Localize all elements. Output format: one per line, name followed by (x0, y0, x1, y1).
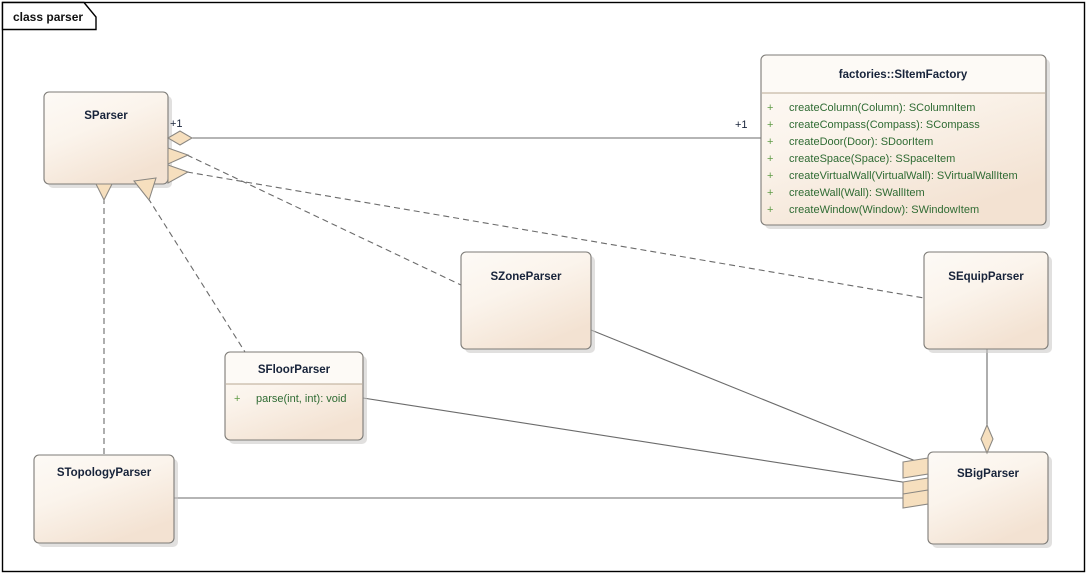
class-title: STopologyParser (57, 467, 152, 479)
feature-signature: createSpace(Space): SSpaceItem (789, 153, 955, 165)
feature-signature: createWall(Wall): SWallItem (789, 187, 925, 199)
realization-triangle-sequipparser (167, 164, 190, 184)
class-sparser[interactable]: SParser (43, 91, 172, 188)
edge-sparser-szoneparser (186, 154, 462, 286)
class-sbigparser[interactable]: SBigParser (927, 451, 1052, 548)
class-sequipparser[interactable]: SEquipParser (923, 251, 1052, 353)
feature-visibility: + (767, 170, 773, 182)
class-stopologyparser[interactable]: STopologyParser (33, 454, 178, 547)
aggregation-diamond-sbigparser-sequip (980, 423, 994, 455)
relationship-markers (95, 130, 994, 509)
realization-triangle-sfloorparser (133, 177, 157, 202)
feature-visibility: + (767, 136, 773, 148)
class-szoneparser[interactable]: SZoneParser (460, 251, 595, 353)
frame-label: class parser (13, 10, 83, 24)
aggregation-diamond-sbigparser-szone (902, 457, 929, 479)
class-body (927, 451, 1049, 545)
class-title: SZoneParser (491, 271, 562, 283)
class-title: SParser (84, 110, 128, 122)
aggregation-diamond-sbigparser-stopology (902, 489, 929, 509)
class-body (33, 454, 175, 544)
edge-sparser-sfloorparser (147, 197, 246, 353)
edge-sfloorparser-sbigparser (362, 397, 929, 487)
feature-signature: createWindow(Window): SWindowItem (789, 204, 979, 216)
feature-signature: createCompass(Compass): SCompass (789, 119, 980, 131)
class-title: SEquipParser (948, 271, 1024, 283)
feature-visibility: + (767, 187, 773, 199)
class-body (460, 251, 592, 350)
multiplicity-labels: +1 +1 (170, 118, 748, 131)
class-sitemfactory[interactable]: factories::SItemFactory + createColumn(C… (760, 54, 1050, 229)
class-body (43, 91, 169, 185)
class-title: SBigParser (957, 468, 1020, 480)
realization-triangle-szoneparser (167, 147, 190, 165)
feature-visibility: + (767, 204, 773, 216)
feature-signature: createDoor(Door): SDoorItem (789, 136, 933, 148)
class-title: factories::SItemFactory (839, 69, 968, 81)
class-header-band (762, 56, 1045, 93)
feature-signature: parse(int, int): void (256, 393, 346, 405)
aggregation-diamond-sparser-factory (166, 130, 194, 146)
feature-visibility: + (767, 102, 773, 114)
class-sfloorparser[interactable]: SFloorParser + parse(int, int): void (224, 351, 367, 444)
feature-visibility: + (234, 393, 240, 405)
class-body (760, 54, 1047, 226)
class-body (923, 251, 1049, 350)
feature-signature: createColumn(Column): SColumnItem (789, 102, 975, 114)
realization-triangle-stopologyparser (95, 183, 113, 202)
multiplicity-label-sparser: +1 (170, 118, 183, 130)
feature-signature: createVirtualWall(VirtualWall): SVirtual… (789, 170, 1018, 182)
multiplicity-label-factory: +1 (735, 119, 748, 131)
edge-szoneparser-sbigparser (590, 329, 929, 467)
feature-visibility: + (767, 119, 773, 131)
edge-sparser-sequipparser (186, 171, 925, 299)
feature-visibility: + (767, 153, 773, 165)
frame-tab (1, 1, 97, 31)
class-header-band (226, 353, 362, 384)
class-title: SFloorParser (258, 364, 331, 376)
